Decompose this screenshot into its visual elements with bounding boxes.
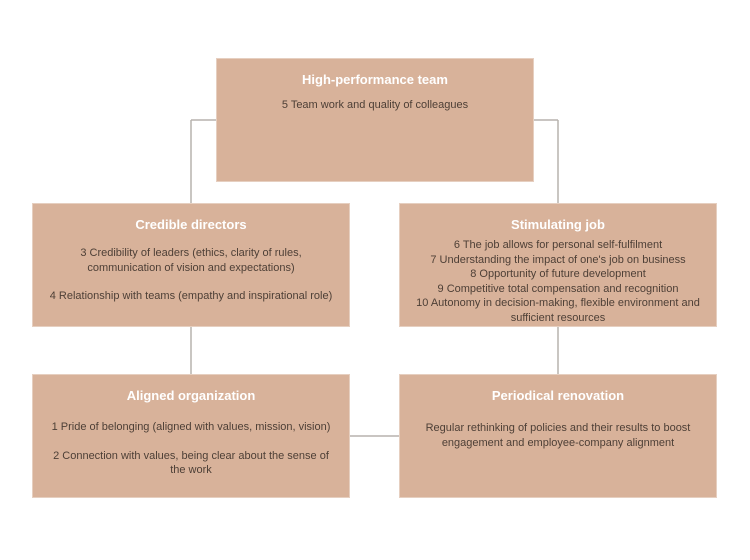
box-title: Periodical renovation: [491, 388, 625, 403]
box-item: Regular rethinking of policies and their…: [425, 422, 691, 449]
box-body: Regular rethinking of policies and their…: [399, 421, 717, 450]
box-item: 10 Autonomy in decision-making, flexible…: [416, 297, 700, 324]
box-credible-directors: Credible directors 3 Credibility of lead…: [32, 203, 350, 327]
box-title: Stimulating job: [511, 217, 605, 232]
box-item: 6 The job allows for personal self-fulfi…: [453, 239, 663, 251]
box-title: Aligned organization: [126, 388, 256, 403]
box-title: High-performance team: [302, 72, 448, 87]
box-item: 1 Pride of belonging (aligned with value…: [51, 421, 331, 433]
box-high-performance-team: High-performance team 5 Team work and qu…: [216, 58, 534, 182]
box-item: 3 Credibility of leaders (ethics, clarit…: [80, 247, 302, 274]
box-body: 5 Team work and quality of colleagues: [216, 98, 534, 113]
box-body: 6 The job allows for personal self-fulfi…: [399, 238, 717, 325]
box-title: Credible directors: [135, 217, 247, 232]
box-item: 7 Understanding the impact of one's job …: [430, 253, 686, 266]
box-aligned-organization: Aligned organization 1 Pride of belongin…: [32, 374, 350, 498]
box-item: 4 Relationship with teams (empathy and i…: [49, 290, 333, 302]
box-periodical-renovation: Periodical renovation Regular rethinking…: [399, 374, 717, 498]
box-item: 9 Competitive total compensation and rec…: [437, 282, 679, 295]
box-item: 5 Team work and quality of colleagues: [281, 99, 469, 111]
box-body: 3 Credibility of leaders (ethics, clarit…: [32, 246, 350, 304]
box-body: 1 Pride of belonging (aligned with value…: [32, 420, 350, 478]
box-stimulating-job: Stimulating job 6 The job allows for per…: [399, 203, 717, 327]
box-item: 2 Connection with values, being clear ab…: [53, 449, 329, 477]
box-item: 8 Opportunity of future development: [470, 268, 646, 280]
